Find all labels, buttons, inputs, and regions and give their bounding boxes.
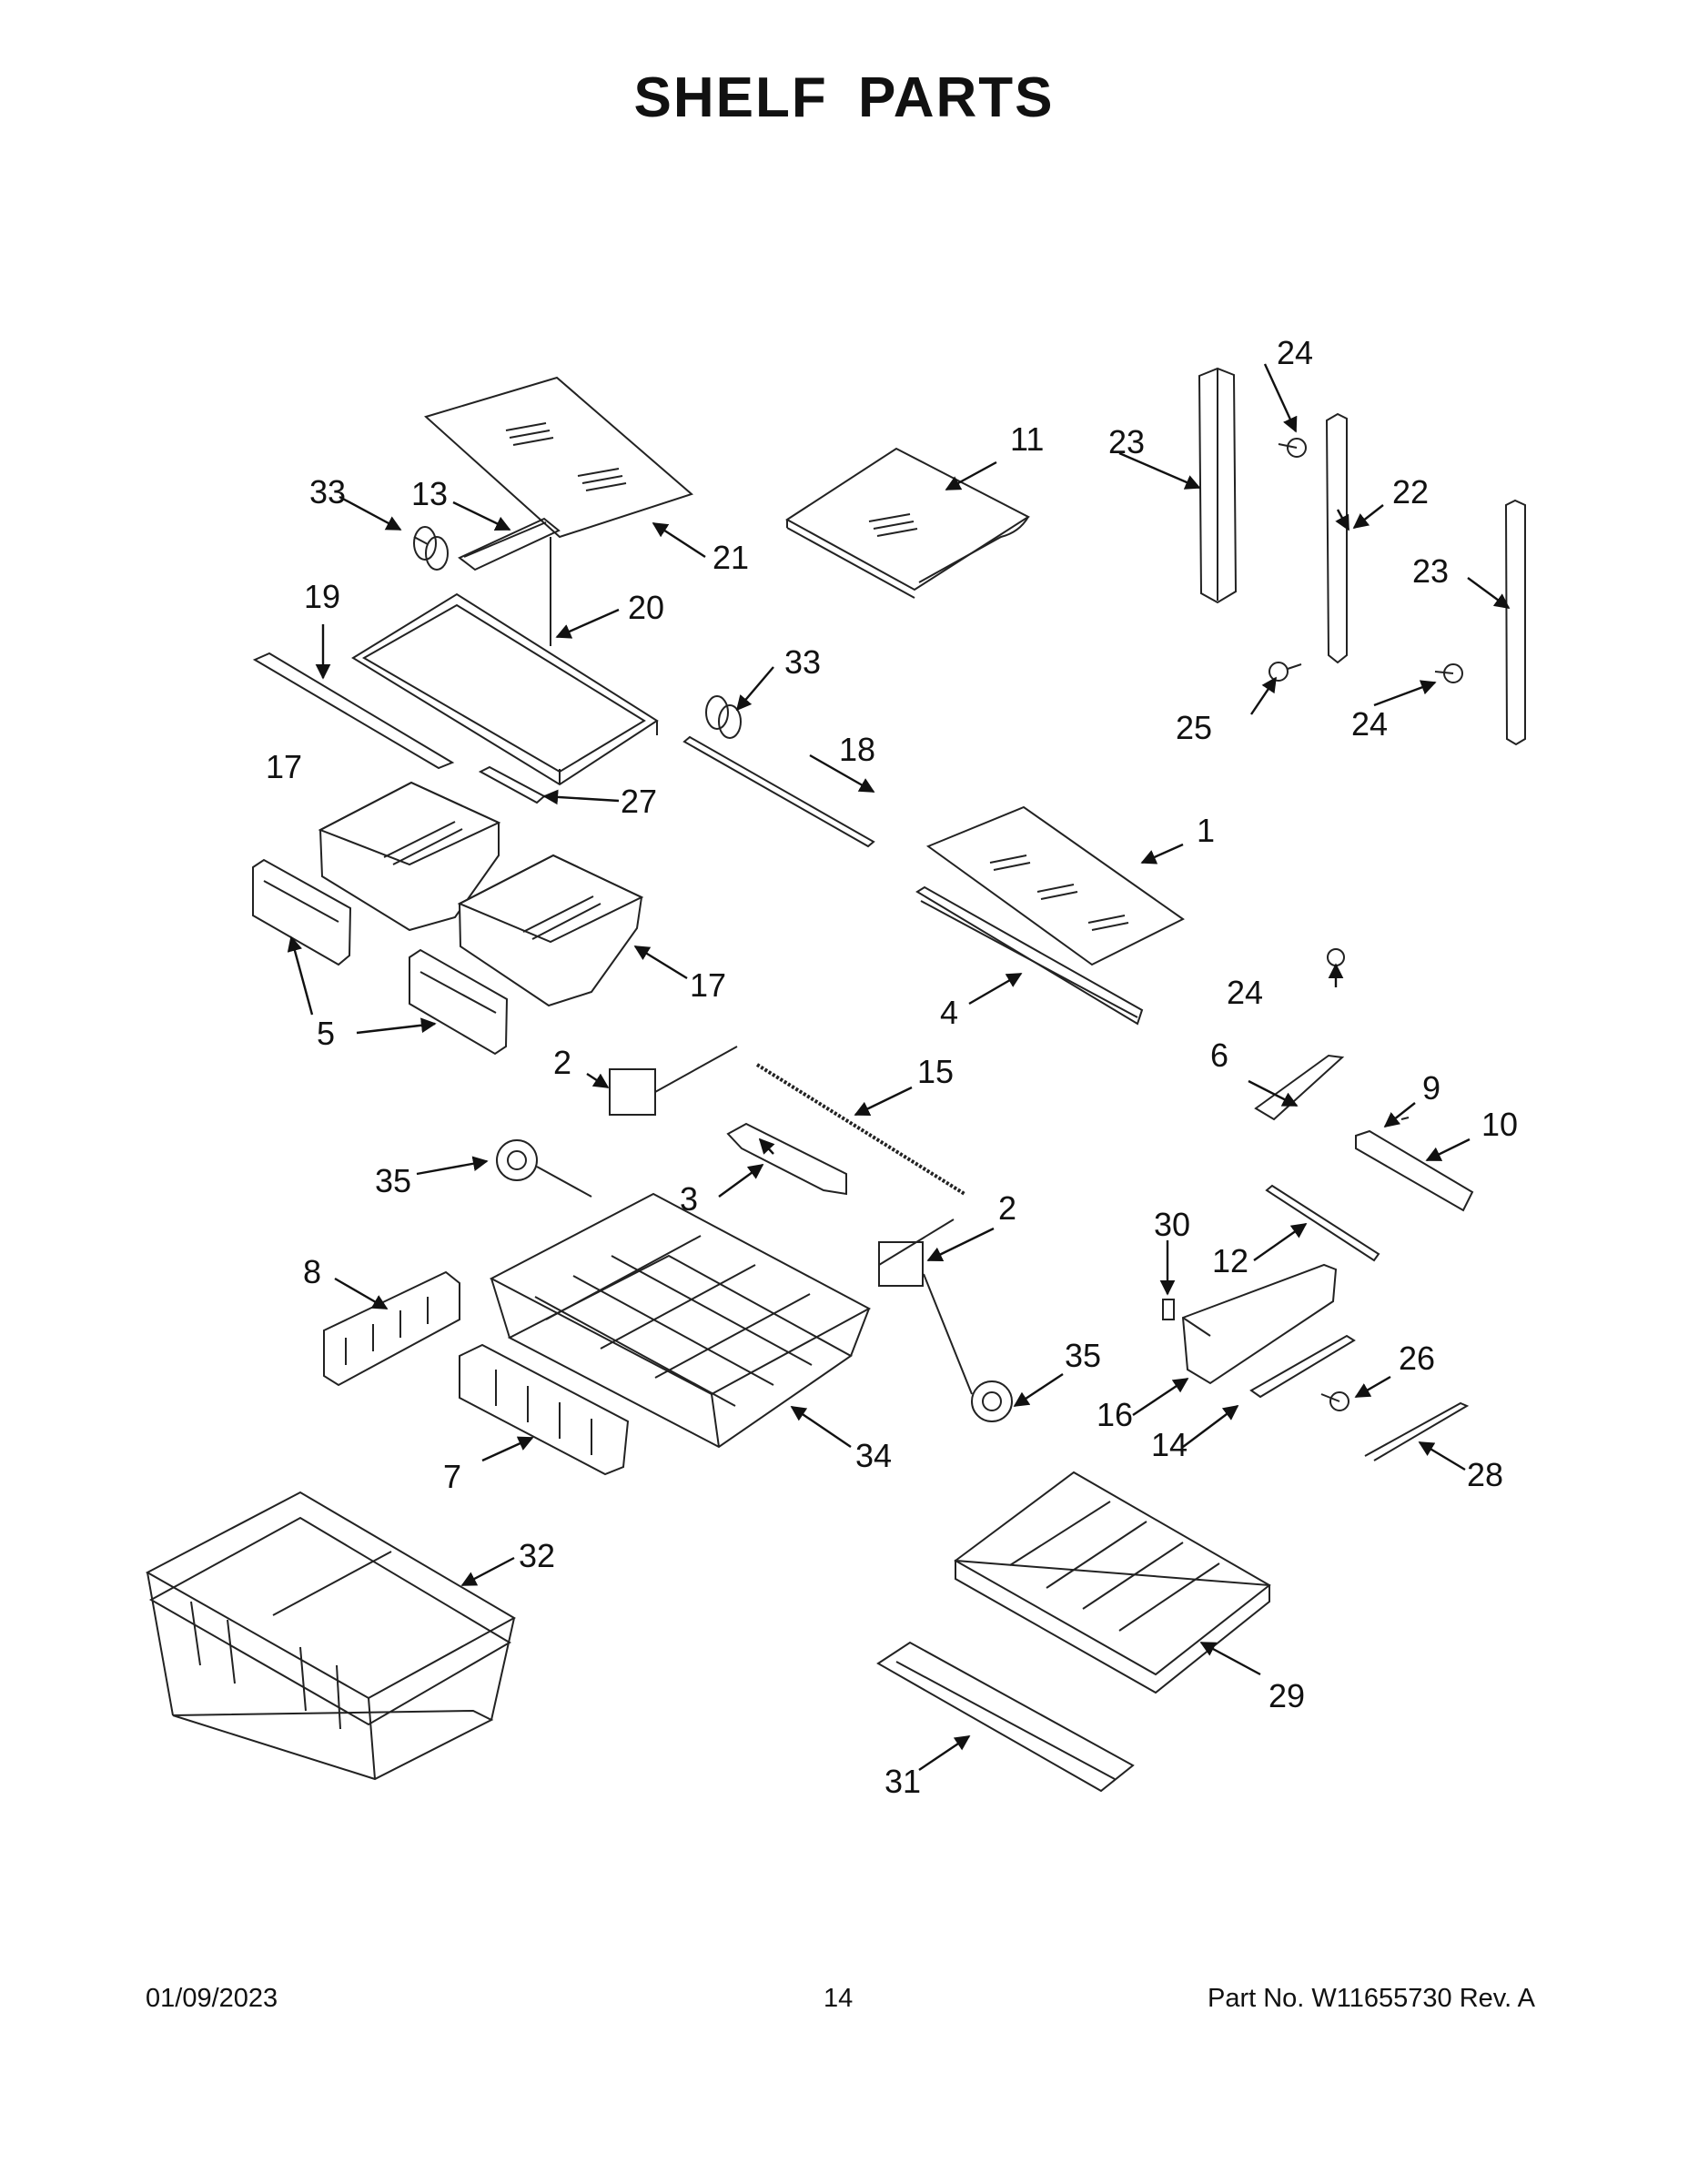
part-8-divider: [323, 1270, 460, 1387]
footer-part-number: Part No. W11655730 Rev. A: [1207, 1984, 1535, 2013]
callout-28: 28: [1467, 1456, 1503, 1493]
callout-27: 27: [621, 783, 657, 820]
part-22-rail: [1325, 412, 1348, 664]
part-16-slide-assembly: [1181, 1263, 1338, 1385]
callout-21: 21: [713, 539, 749, 576]
callout-13: 13: [411, 475, 448, 512]
callout-2: 2: [553, 1044, 571, 1081]
part-20-shelf-frame: [351, 537, 659, 786]
callout-3: 3: [680, 1180, 698, 1218]
part-30-clip: [1162, 1299, 1175, 1320]
callout-12: 12: [1212, 1242, 1248, 1279]
callout-24: 24: [1227, 974, 1263, 1011]
callout-4: 4: [940, 994, 958, 1031]
callout-29: 29: [1269, 1677, 1305, 1714]
callout-17: 17: [266, 748, 302, 785]
callout-labels: 1 2 2 3 4 5 6 7 8 9 10 11 12 13 14 15 16…: [266, 334, 1518, 1800]
part-13-rail: [458, 517, 561, 571]
callout-17: 17: [690, 966, 726, 1004]
part-12-rail: [1265, 1184, 1380, 1262]
part-25-screw: [1269, 662, 1302, 682]
callout-25: 25: [1176, 709, 1212, 746]
callout-11: 11: [1010, 420, 1044, 458]
callout-8: 8: [303, 1253, 321, 1290]
callout-1: 1: [1197, 812, 1215, 849]
part-7-basket-front: [459, 1343, 630, 1476]
callout-18: 18: [839, 731, 875, 768]
part-18-trim: [682, 735, 875, 848]
part-27-clip: [478, 765, 546, 804]
callout-33: 33: [784, 643, 821, 681]
callout-23: 23: [1108, 423, 1145, 460]
callout-30: 30: [1154, 1206, 1190, 1243]
part-3-slide: [726, 1122, 847, 1196]
callout-5: 5: [317, 1015, 335, 1052]
callout-20: 20: [628, 589, 664, 626]
part-17-crisper-left: [318, 781, 501, 932]
part-2-bracket: [609, 1046, 955, 1287]
callout-15: 15: [917, 1053, 954, 1090]
part-10-slide: [1355, 1117, 1474, 1212]
part-31-drawer-front: [876, 1641, 1135, 1793]
callout-14: 14: [1151, 1426, 1188, 1463]
part-1-glass-shelf: [925, 805, 1185, 966]
part-34-wire-basket: [489, 1192, 872, 1449]
part-33-end-cap-right: [705, 695, 742, 739]
callout-10: 10: [1481, 1106, 1518, 1143]
part-28-wire: [1364, 1401, 1470, 1461]
part-33-end-cap: [413, 526, 449, 571]
callout-34: 34: [855, 1437, 892, 1474]
callout-35: 35: [1065, 1337, 1101, 1374]
callout-32: 32: [519, 1537, 555, 1574]
footer-date: 01/09/2023: [146, 1984, 278, 2013]
callout-arrows-lower: [287, 789, 1466, 1771]
part-17-crisper-right: [457, 854, 644, 1007]
callout-24: 24: [1351, 705, 1388, 743]
callout-6: 6: [1210, 1036, 1228, 1074]
part-29-tray: [954, 1471, 1271, 1694]
part-11-slide-shelf: [785, 447, 1030, 599]
callout-23: 23: [1412, 552, 1449, 590]
part-6-bracket: [1254, 1054, 1345, 1121]
callout-31: 31: [884, 1763, 921, 1800]
part-23-rail-left: [1198, 367, 1238, 604]
callout-arrows: [315, 363, 1511, 1162]
callout-2: 2: [998, 1189, 1016, 1227]
part-21-glass-shelf: [424, 376, 693, 539]
callout-33: 33: [309, 473, 346, 511]
part-14-trim: [1249, 1334, 1356, 1399]
callout-19: 19: [304, 578, 340, 615]
callout-9: 9: [1422, 1069, 1440, 1107]
callout-26: 26: [1399, 1340, 1435, 1377]
page-title: SHELF PARTS: [633, 66, 1055, 129]
part-5-crisper-cover: [252, 858, 509, 1056]
callout-22: 22: [1392, 473, 1429, 511]
part-19-trim-strip: [252, 652, 455, 770]
part-35-gear: [496, 1139, 1013, 1422]
footer-page-number: 14: [824, 1984, 854, 2013]
part-26-screw: [1320, 1391, 1349, 1411]
callout-7: 7: [443, 1458, 461, 1495]
part-23-rail-right: [1504, 499, 1526, 746]
part-4-shelf-trim: [915, 885, 1144, 1026]
part-32-freezer-basket: [145, 1491, 517, 1781]
callout-24: 24: [1277, 334, 1313, 371]
callout-35: 35: [375, 1162, 411, 1199]
callout-16: 16: [1097, 1396, 1133, 1433]
